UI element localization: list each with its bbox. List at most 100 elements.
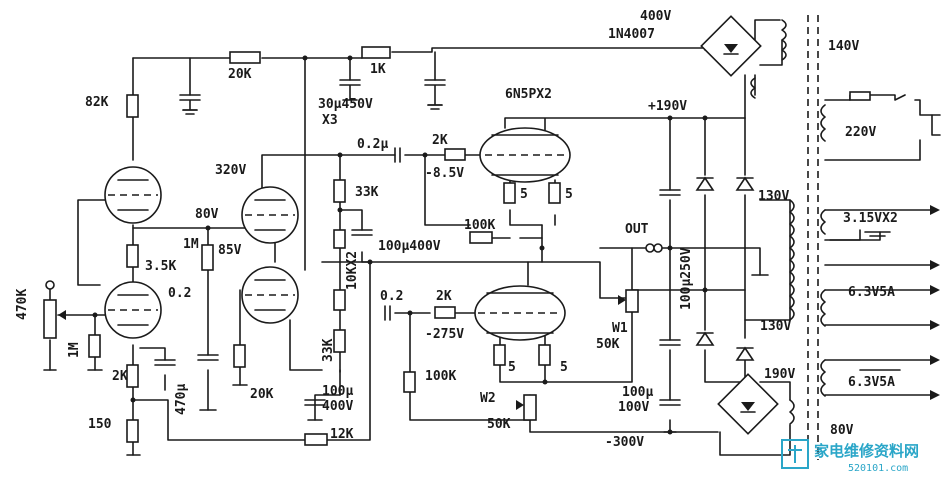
label-r-5-d: 5 [560,360,568,375]
cap-0-2-mid [384,305,391,321]
resistor-150 [126,419,139,443]
label-tube-6n5p: 6N5PX2 [505,87,552,102]
label-c-0-2u: 0.2μ [357,137,388,152]
label-w1: W1 [612,321,628,336]
watermark-brand: 家电维修资料网 [814,442,919,460]
resistor-10k-a [333,229,346,249]
label-r-12k: 12K [330,427,354,442]
label-neg-275v: -275V [425,327,464,342]
mains-plug [931,114,941,136]
watermark-url: 520101.com [848,463,908,474]
transformer-core [807,15,819,460]
diodes [695,15,779,435]
coil-140v [781,19,787,61]
label-x3: X3 [322,113,338,128]
resistor-2k-low [126,364,139,388]
resistor-20k-top [229,51,261,64]
cap-0-2u-top [394,147,401,163]
resistors [43,46,639,446]
label-80v: 80V [195,207,219,222]
label-r-2k-low: 2K [112,369,128,384]
label-400v: 400V [640,9,671,24]
label-neg-8-5v: -8.5V [425,166,464,181]
label-r-33k-top: 33K [355,185,379,200]
label-c-100u400-low-a: 100μ [322,384,353,399]
label-r-100k-mid: 100K [464,218,495,233]
coil-output [789,199,795,321]
label-1n4007: 1N4007 [608,27,655,42]
label-130v-top: 130V [758,189,789,204]
label-r-50k-w2: 50K [487,417,511,432]
coil-6-3v-a [820,289,826,327]
label-w2: W2 [480,391,496,406]
label-r-1k: 1K [370,62,386,77]
label-c-100u100-a: 100μ [622,385,653,400]
label-80v-bottom: 80V [830,423,854,438]
resistor-5-c [493,344,506,366]
capacitors [154,79,681,421]
watermark-logo-icon [781,439,809,469]
resistor-20k-low [233,344,246,368]
resistor-3-5k [126,244,139,268]
cap-470u [154,359,176,366]
label-6-3v-a: 6.3V5A [848,285,895,300]
resistor-5-a [503,182,516,204]
cap-100u100 [659,399,681,406]
label-r-20k-low: 20K [250,387,274,402]
label-neg-300v: -300V [605,435,644,450]
label-140v: 140V [828,39,859,54]
fuse [849,91,871,101]
resistor-82k [126,94,139,118]
cap-30u-b [424,79,446,106]
pot-wiper [58,310,66,320]
component-labels: 400V 1N4007 140V 20K 1K 30μ450V X3 6N5PX… [15,9,898,450]
label-220v: 220V [845,125,876,140]
watermark: 家电维修资料网 520101.com [781,439,919,474]
label-out: OUT [625,222,649,237]
resistor-33k-low [333,329,346,353]
label-r-2k-mid: 2K [436,289,452,304]
resistor-1m-left [88,334,101,358]
cap-100u400-mid [351,229,373,236]
label-3-15v: 3.15VX2 [843,211,898,226]
label-190v-top: +190V [648,99,687,114]
coil-80v [789,399,795,425]
cap-psu-top [659,189,681,196]
label-c-470u: 470μ [174,384,189,415]
resistor-10k-b [333,289,346,311]
resistor-12k [304,433,328,446]
label-c-100u250: 100μ250V [679,247,694,310]
resistor-5-b [548,182,561,204]
resistor-1k [361,46,391,59]
tubes [104,127,571,341]
resistor-2k-mid [434,306,456,319]
label-r-82k: 82K [85,95,109,110]
label-190v-low: 190V [764,367,795,382]
label-85v: 85V [218,243,242,258]
cap-100u250 [659,339,681,346]
label-r-1m-a: 1M [183,237,199,252]
label-r-5-a: 5 [520,187,528,202]
coil-3-15v [820,209,826,235]
label-c-0-2-mid: 0.2 [380,289,403,304]
resistor-2k-top [444,148,466,161]
diode-4 [735,346,755,361]
cap-top-left [179,94,201,111]
label-r-2k-top: 2K [432,133,448,148]
label-c-100u400-mid: 100μ400V [378,239,441,254]
label-6-3v-b: 6.3V5A [848,375,895,390]
out-jack-b [653,243,663,253]
resistor-33k-top [333,179,346,203]
label-cap-30u: 30μ450V [318,97,373,112]
label-320v: 320V [215,163,246,178]
label-c-100u100-b: 100V [618,400,649,415]
potentiometer-470k [43,299,57,339]
label-130v-low: 130V [760,319,791,334]
potentiometer-w2 [523,394,537,421]
diode-2 [735,176,755,191]
cap-left-mid [197,354,219,361]
label-r-1m-b: 1M [67,342,82,358]
transformer [750,15,941,460]
